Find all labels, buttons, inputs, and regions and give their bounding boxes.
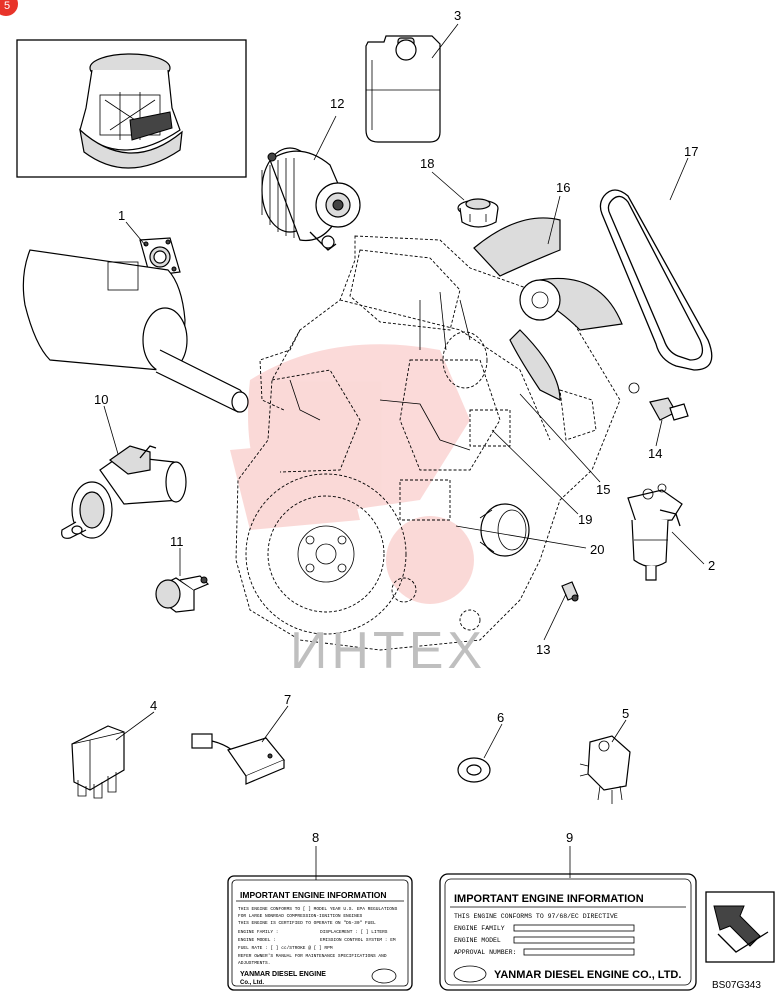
callout-10: 10: [94, 392, 108, 407]
leader-lines: [103, 23, 705, 880]
yanmar-logo-large: [453, 965, 487, 983]
callout-4: 4: [150, 698, 157, 713]
fuel-filter: [627, 483, 683, 581]
plate-large-approval: APPROVAL NUMBER:: [454, 949, 516, 956]
plate-small-maker: YANMAR DIESEL ENGINE: [240, 971, 326, 978]
corner-badge-text: 5: [4, 0, 10, 12]
callout-6: 6: [497, 710, 504, 725]
callout-8: 8: [312, 830, 319, 845]
callout-19: 19: [578, 512, 592, 527]
glow-controller: [191, 733, 285, 785]
stop-solenoid: [155, 575, 210, 613]
plate-large-maker: YANMAR DIESEL ENGINE CO., LTD.: [494, 969, 681, 981]
relay-bracket: [71, 725, 125, 799]
fan-belt: [599, 189, 713, 371]
exhaust-gasket: [139, 237, 181, 277]
plate-small-line1: THIS ENGINE CONFORMS TO [ ] MODEL YEAR U…: [238, 906, 398, 912]
callout-17: 17: [684, 144, 698, 159]
plate-small-adjust: ADJUSTMENTS.: [238, 960, 270, 966]
muffler: [22, 249, 249, 413]
plate-small-fuel-rate: FUEL RATE : [ ] cc/STROKE @ [ ] RPM: [238, 945, 333, 951]
callout-12: 12: [330, 96, 344, 111]
plate-small-emission: EMISSION CONTROL SYSTEM : EM: [320, 937, 396, 943]
plate-small-maker2: Co., Ltd.: [240, 980, 264, 986]
callout-11: 11: [170, 534, 184, 549]
plate-small-displacement: DISPLACEMENT : [ ] LITERS: [320, 929, 388, 935]
yanmar-logo-small: [371, 968, 397, 984]
machine-location-inset: [16, 39, 247, 178]
callout-2: 2: [708, 558, 715, 573]
coolant-reserve-tank: [365, 35, 441, 143]
plate-small-title: IMPORTANT ENGINE INFORMATION: [240, 890, 387, 900]
callout-14: 14: [648, 446, 662, 461]
watermark-text: ИНТЕХ: [290, 622, 486, 680]
plate-small-line2: FOR LARGE NONROAD COMPRESSION-IGNITION E…: [238, 913, 363, 919]
alternator: [261, 147, 361, 251]
engine-information-plate-small: IMPORTANT ENGINE INFORMATION THIS ENGINE…: [227, 875, 413, 991]
callout-3: 3: [454, 8, 461, 23]
plate-large-line1: THIS ENGINE CONFORMS TO 97/68/EC DIRECTI…: [454, 913, 618, 920]
corner-badge: 5: [0, 0, 18, 16]
red-watermark-shape: [230, 344, 474, 604]
orientation-arrow-icon: [705, 891, 775, 963]
plate-large-model: ENGINE MODEL: [454, 937, 501, 944]
callout-5: 5: [622, 706, 629, 721]
callout-15: 15: [596, 482, 610, 497]
reference-code: BS07G343: [712, 980, 761, 991]
plate-small-model: ENGINE MODEL :: [238, 937, 276, 943]
plate-small-family: ENGINE FAMILY :: [238, 929, 279, 935]
callout-13: 13: [536, 642, 550, 657]
engine-information-plate-large: IMPORTANT ENGINE INFORMATION THIS ENGINE…: [439, 873, 697, 991]
callout-1: 1: [118, 208, 125, 223]
callout-9: 9: [566, 830, 573, 845]
plate-large-title: IMPORTANT ENGINE INFORMATION: [454, 893, 644, 905]
callout-labels: 1 2 3 4 5 6 7 8 9 10 11 12 13 14 15 16 1…: [94, 8, 715, 845]
callout-7: 7: [284, 692, 291, 707]
thermostat: [457, 198, 499, 228]
callout-20: 20: [590, 542, 604, 557]
callout-18: 18: [420, 156, 434, 171]
plate-small-refer: REFER OWNER'S MANUAL FOR MAINTENANCE SPE…: [238, 953, 387, 959]
washer: [457, 757, 491, 783]
oil-pressure-switch: [561, 581, 579, 602]
temperature-sensor: [628, 382, 689, 421]
plate-large-family: ENGINE FAMILY: [454, 925, 505, 932]
plate-small-line3: THIS ENGINE IS CERTIFIED TO OPERATE ON "…: [238, 920, 376, 926]
starter-motor: [61, 445, 187, 539]
callout-16: 16: [556, 180, 570, 195]
engine-block: [235, 217, 623, 651]
pressure-switch: [579, 735, 631, 804]
